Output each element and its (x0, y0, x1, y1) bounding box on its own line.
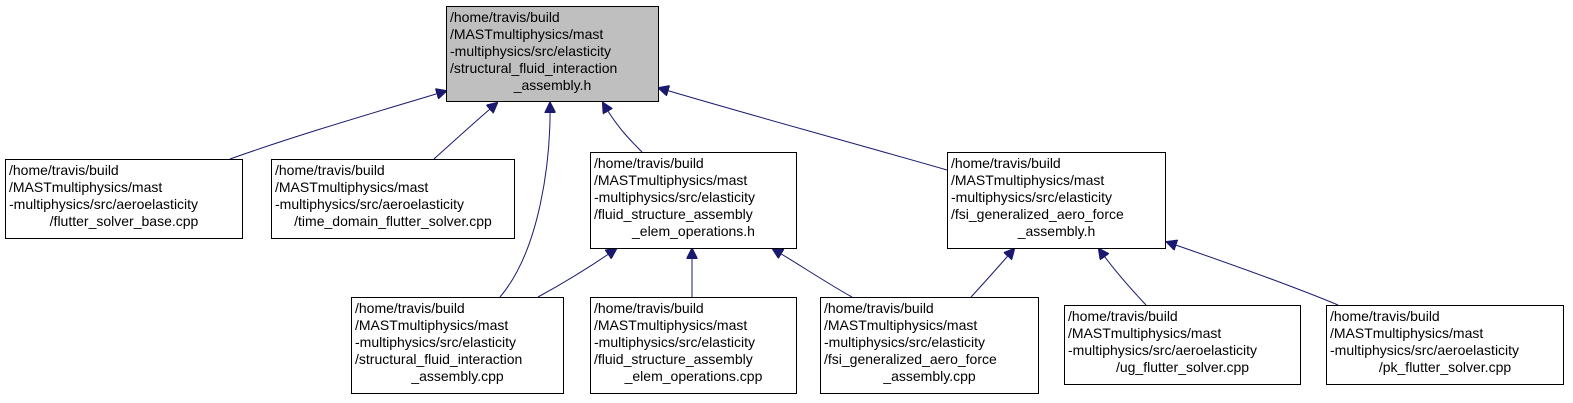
file-node-fsa-h[interactable]: /home/travis/build/MASTmultiphysics/mast… (590, 152, 797, 249)
node-label-line: /home/travis/build (9, 162, 119, 178)
node-label-line: /MASTmultiphysics/mast (355, 317, 509, 333)
node-label-line: /MASTmultiphysics/mast (9, 179, 163, 195)
node-label-line: /structural_fluid_interaction (355, 351, 523, 367)
node-label-line: _assembly.h (513, 77, 592, 93)
node-label-line: -multiphysics/src/elasticity (594, 189, 756, 205)
node-label-line: _elem_operations.cpp (624, 368, 763, 384)
file-node-sfi-cpp[interactable]: /home/travis/build/MASTmultiphysics/mast… (351, 297, 564, 394)
edge-time_domain-to-sfi_h (433, 103, 497, 160)
file-node-flutter-base[interactable]: /home/travis/build/MASTmultiphysics/mast… (5, 159, 243, 239)
node-label-line: /MASTmultiphysics/mast (594, 172, 748, 188)
node-label-line: -multiphysics/src/aeroelasticity (9, 196, 199, 212)
node-label-line: /MASTmultiphysics/mast (824, 317, 978, 333)
node-label-line: /MASTmultiphysics/mast (275, 179, 429, 195)
node-label-line: /home/travis/build (824, 300, 934, 316)
node-label-line: /home/travis/build (594, 155, 704, 171)
node-label-line: /MASTmultiphysics/mast (951, 172, 1105, 188)
node-label-line: /fsi_generalized_aero_force (824, 351, 997, 367)
node-label-line: _assembly.cpp (411, 368, 504, 384)
node-label-line: /fsi_generalized_aero_force (951, 206, 1124, 222)
node-label-line: _elem_operations.h (632, 223, 755, 239)
node-label-line: /fluid_structure_assembly (594, 206, 753, 222)
node-label-line: /MASTmultiphysics/mast (594, 317, 748, 333)
node-label-line: -multiphysics/src/elasticity (594, 334, 756, 350)
file-node-fsi-h[interactable]: /home/travis/build/MASTmultiphysics/mast… (947, 152, 1166, 249)
node-label-line: _assembly.cpp (883, 368, 976, 384)
node-label-line: /home/travis/build (355, 300, 465, 316)
node-label-line: /MASTmultiphysics/mast (1330, 325, 1484, 341)
node-label-line: -multiphysics/src/elasticity (951, 189, 1113, 205)
node-label-line: -multiphysics/src/aeroelasticity (275, 196, 465, 212)
node-label-line: _assembly.h (1017, 223, 1096, 239)
node-label-line: -multiphysics/src/elasticity (355, 334, 517, 350)
node-label-line: /fluid_structure_assembly (594, 351, 753, 367)
node-label-line: /flutter_solver_base.cpp (49, 213, 199, 229)
edge-sfi_cpp-to-sfi_h (499, 103, 550, 298)
node-label-line: /MASTmultiphysics/mast (1068, 325, 1222, 341)
node-label-line: -multiphysics/src/elasticity (450, 43, 612, 59)
node-label-line: -multiphysics/src/aeroelasticity (1330, 342, 1520, 358)
node-label-line: /home/travis/build (594, 300, 704, 316)
node-label-line: /home/travis/build (951, 155, 1061, 171)
file-node-pk[interactable]: /home/travis/build/MASTmultiphysics/mast… (1326, 305, 1564, 385)
node-label-line: /home/travis/build (275, 162, 385, 178)
file-node-sfi-h[interactable]: /home/travis/build/MASTmultiphysics/mast… (446, 6, 659, 102)
file-node-ug[interactable]: /home/travis/build/MASTmultiphysics/mast… (1064, 305, 1301, 385)
node-label-line: /home/travis/build (1068, 308, 1178, 324)
edge-fsa_h-to-sfi_h (603, 103, 643, 153)
edge-fsi_cpp-to-fsa_h (773, 249, 853, 298)
edge-fsi_h-to-sfi_h (659, 88, 948, 171)
node-label-line: /home/travis/build (1330, 308, 1440, 324)
node-label-line: -multiphysics/src/aeroelasticity (1068, 342, 1258, 358)
node-label-line: /home/travis/build (450, 9, 560, 25)
edge-fsi_cpp-to-fsi_h (970, 249, 1014, 298)
file-node-fsa-cpp[interactable]: /home/travis/build/MASTmultiphysics/mast… (590, 297, 797, 394)
node-label-line: /ug_flutter_solver.cpp (1115, 359, 1250, 375)
node-label-line: /pk_flutter_solver.cpp (1378, 359, 1512, 375)
file-node-time-domain[interactable]: /home/travis/build/MASTmultiphysics/mast… (271, 159, 515, 239)
node-label-line: /MASTmultiphysics/mast (450, 26, 604, 42)
edge-ug-to-fsi_h (1099, 249, 1147, 306)
edge-flutter_base-to-sfi_h (229, 91, 446, 160)
edge-sfi_cpp-to-fsa_h (537, 249, 616, 298)
file-node-fsi-cpp[interactable]: /home/travis/build/MASTmultiphysics/mast… (820, 297, 1039, 394)
node-label-line: -multiphysics/src/elasticity (824, 334, 986, 350)
edge-pk-to-fsi_h (1167, 242, 1339, 306)
node-label-line: /time_domain_flutter_solver.cpp (294, 213, 492, 229)
node-label-line: /structural_fluid_interaction (450, 60, 618, 76)
